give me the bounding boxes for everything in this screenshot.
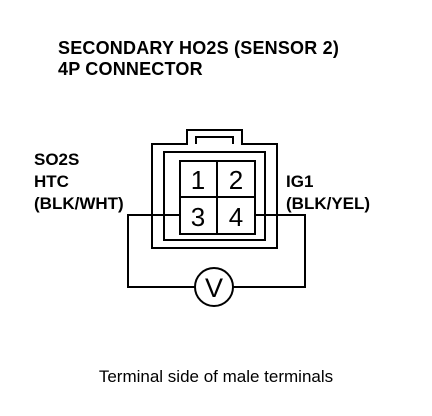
connector-latch bbox=[195, 136, 234, 144]
terminal-4: 4 bbox=[229, 202, 243, 232]
right-probe-wire bbox=[233, 214, 306, 288]
voltmeter-label: V bbox=[205, 273, 223, 303]
right-label-line1: IG1 bbox=[286, 172, 314, 191]
diagram-caption: Terminal side of male terminals bbox=[98, 367, 334, 386]
left-label-line2: HTC bbox=[34, 172, 69, 191]
terminal-3: 3 bbox=[191, 202, 205, 232]
right-terminal-label: IG1 (BLK/YEL) bbox=[286, 171, 370, 215]
right-label-line2: (BLK/YEL) bbox=[286, 194, 371, 213]
connector-inner-frame bbox=[163, 151, 266, 241]
connector-housing bbox=[151, 129, 278, 249]
left-probe-wire bbox=[127, 214, 195, 288]
left-terminal-label: SO2S HTC (BLK/WHT) bbox=[34, 149, 124, 215]
diagram-title-line2: 4P CONNECTOR bbox=[58, 59, 203, 79]
diagram-title-line1: SECONDARY HO2S (SENSOR 2) bbox=[58, 38, 340, 58]
left-label-line1: SO2S bbox=[34, 150, 80, 169]
terminal-2: 2 bbox=[229, 165, 243, 195]
terminal-1: 1 bbox=[191, 165, 205, 195]
left-label-line3: (BLK/WHT) bbox=[34, 194, 124, 213]
voltmeter-symbol bbox=[194, 267, 234, 307]
